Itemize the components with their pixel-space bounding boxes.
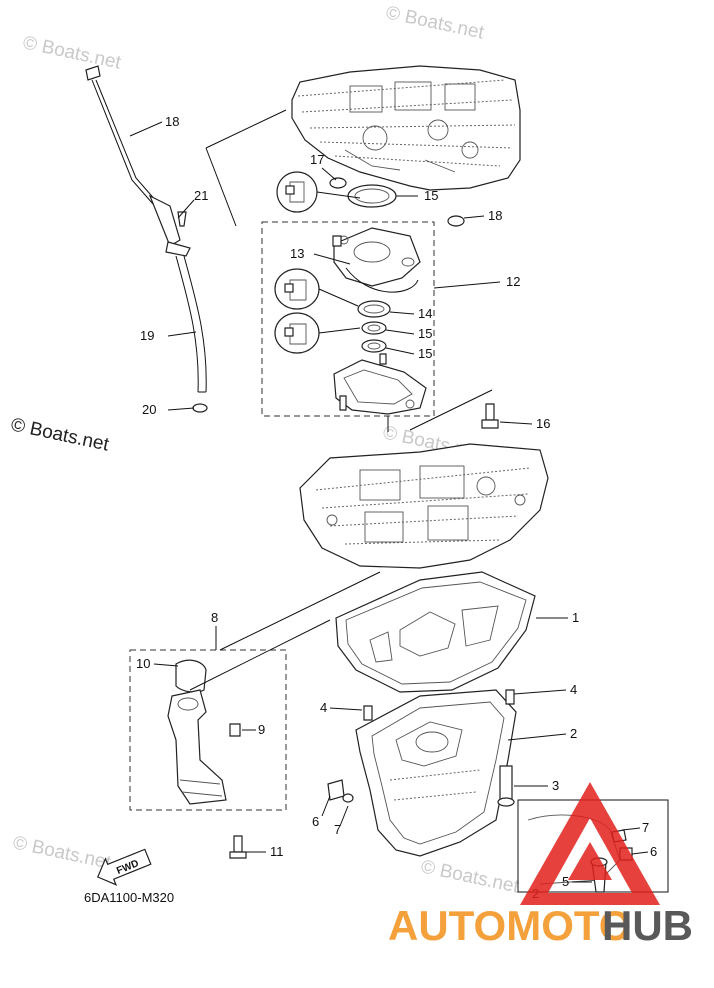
dipstick-assembly xyxy=(85,65,208,413)
callout-4-b: 4 xyxy=(320,700,327,715)
callout-20: 19 xyxy=(140,328,154,343)
callout-15-b: 15 xyxy=(418,346,432,361)
callout-19: 18 xyxy=(165,114,179,129)
callout-10: 10 xyxy=(136,656,150,671)
callout-12: 12 xyxy=(506,274,520,289)
bolt-17 xyxy=(481,403,499,429)
callout-4-a: 4 xyxy=(570,682,577,697)
callout-8: 8 xyxy=(211,610,218,625)
watermark-bottom-left: © Boats.net xyxy=(11,832,113,873)
callout-22: 21 xyxy=(194,188,208,203)
callout-3: 3 xyxy=(552,778,559,793)
callout-6-inset: 6 xyxy=(650,844,657,859)
engine-block xyxy=(291,65,521,191)
drain-parts xyxy=(327,689,515,807)
callout-21: 20 xyxy=(142,402,156,417)
callout-2: 2 xyxy=(570,726,577,741)
callout-16: 15 xyxy=(424,188,438,203)
diagram-code: 6DA1100-M320 xyxy=(84,890,174,905)
callout-18-b: 18 xyxy=(488,208,502,223)
group-12-box xyxy=(261,171,465,417)
upper-oil-pan xyxy=(299,443,549,569)
callout-15-a: 15 xyxy=(418,326,432,341)
callout-7: 7 xyxy=(334,822,341,837)
callout-11: 11 xyxy=(270,844,284,859)
logo-triangle-icon xyxy=(520,782,660,905)
lower-oil-pan xyxy=(355,689,517,857)
callout-7-inset: 7 xyxy=(642,820,649,835)
callout-13: 13 xyxy=(290,246,304,261)
group-8-box xyxy=(129,649,287,859)
callout-5: 5 xyxy=(562,874,569,889)
watermark-top-left: © Boats.net xyxy=(21,32,123,73)
brand-name-secondary: HUB xyxy=(602,902,693,949)
callout-1: 1 xyxy=(572,610,579,625)
callout-numbers: 18 21 19 20 17 15 18 13 12 14 15 15 16 1… xyxy=(136,114,657,901)
callout-17: 16 xyxy=(536,416,550,431)
callout-14: 14 xyxy=(418,306,432,321)
callout-9: 9 xyxy=(258,722,265,737)
brand-name-primary: AUTOMOTO xyxy=(388,902,631,949)
callout-18-a: 17 xyxy=(310,152,324,167)
gasket xyxy=(335,571,536,693)
watermark-dark: © Boats.net xyxy=(9,414,111,455)
leader-lines xyxy=(129,109,649,883)
brand-logo: AUTOMOTO HUB xyxy=(388,782,693,949)
watermark-bottom-center: © Boats.net xyxy=(419,856,521,897)
callout-6: 6 xyxy=(312,814,319,829)
watermark-top-right: © Boats.net xyxy=(384,2,486,43)
